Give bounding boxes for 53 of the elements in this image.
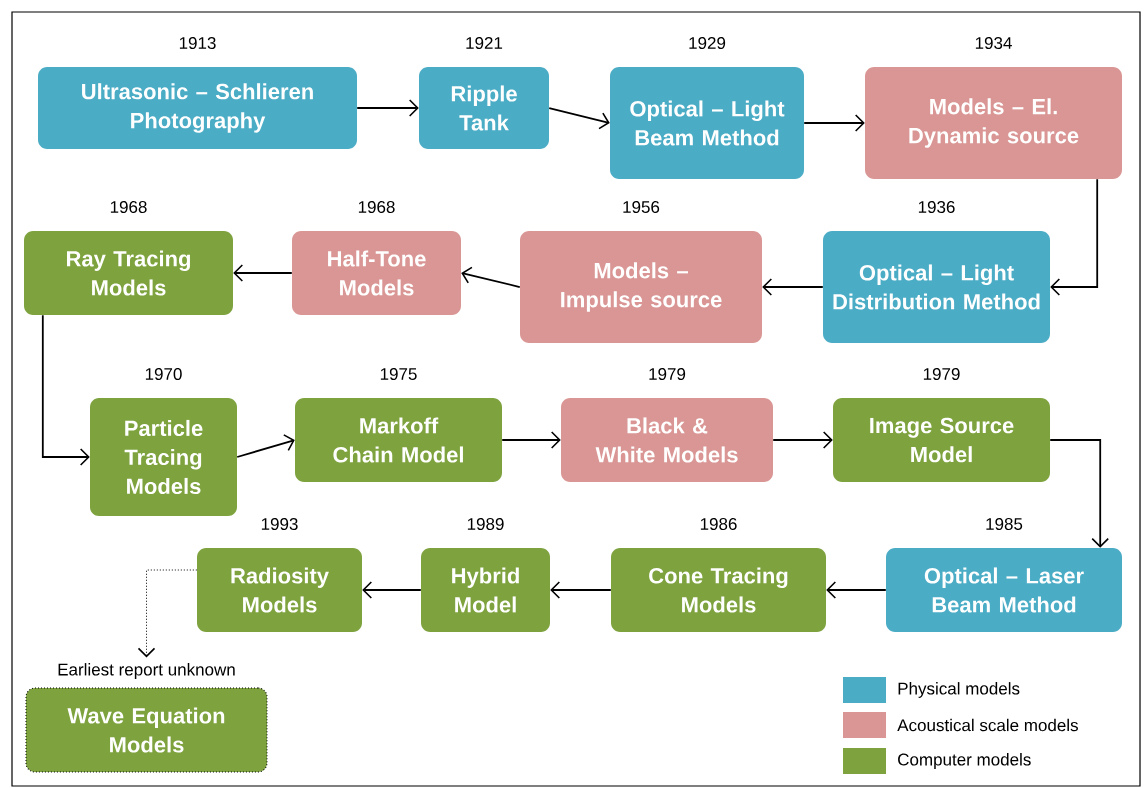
arrow <box>548 107 610 130</box>
year-label: 1970 <box>145 368 182 381</box>
model-box: Black & White Models <box>561 398 773 482</box>
year-label: 1975 <box>380 368 417 381</box>
arrow <box>362 581 422 599</box>
model-box: Radiosity Models <box>197 548 362 632</box>
arrow <box>41 314 90 466</box>
model-box: Models – Impulse source <box>520 231 762 343</box>
year-label: 1989 <box>467 518 504 531</box>
year-label: 1986 <box>700 518 737 531</box>
arrow <box>501 431 561 449</box>
arrow <box>1049 439 1109 548</box>
model-box: Half-Tone Models <box>292 231 461 315</box>
legend-label: Acoustical scale models <box>897 718 1078 732</box>
year-label: 1985 <box>986 518 1023 531</box>
arrow <box>1050 178 1099 296</box>
year-label: 1929 <box>689 37 726 50</box>
arrow <box>356 99 419 117</box>
arrow <box>826 581 887 599</box>
model-box: Ultrasonic – Schlieren Photography <box>38 67 357 149</box>
year-label: 1913 <box>179 37 216 50</box>
year-label: 1936 <box>918 201 955 214</box>
year-label: 1993 <box>261 518 298 531</box>
arrow <box>233 264 293 282</box>
year-label: 1979 <box>649 368 686 381</box>
model-box: Optical – Laser Beam Method <box>886 548 1122 632</box>
note-text: Earliest report unknown <box>58 663 235 679</box>
dotted-arrow <box>137 569 198 658</box>
legend-label: Physical models <box>898 682 1020 698</box>
model-box: Optical – Light Distribution Method <box>823 231 1050 343</box>
model-box: Ray Tracing Models <box>24 231 233 315</box>
arrow <box>762 278 824 296</box>
arrow <box>236 434 295 458</box>
year-label: 1956 <box>623 201 660 214</box>
legend-label: Computer models <box>898 753 1031 769</box>
year-label: 1968 <box>110 201 147 214</box>
model-box: Wave Equation Models <box>25 687 268 773</box>
model-box: Ripple Tank <box>419 67 549 149</box>
year-label: 1921 <box>466 37 503 50</box>
year-label: 1979 <box>923 368 960 381</box>
year-label: 1934 <box>975 37 1012 50</box>
model-box: Cone Tracing Models <box>611 548 826 632</box>
arrow <box>461 266 521 288</box>
model-box: Markoff Chain Model <box>295 398 502 482</box>
model-box: Optical – Light Beam Method <box>610 67 804 179</box>
arrow <box>772 431 833 449</box>
model-box: Particle Tracing Models <box>90 398 237 516</box>
model-box: Hybrid Model <box>421 548 550 632</box>
model-box: Models – El. Dynamic source <box>865 67 1122 179</box>
arrow <box>803 114 865 132</box>
arrow <box>550 581 612 599</box>
model-box: Image Source Model <box>833 398 1050 482</box>
year-label: 1968 <box>358 201 395 214</box>
